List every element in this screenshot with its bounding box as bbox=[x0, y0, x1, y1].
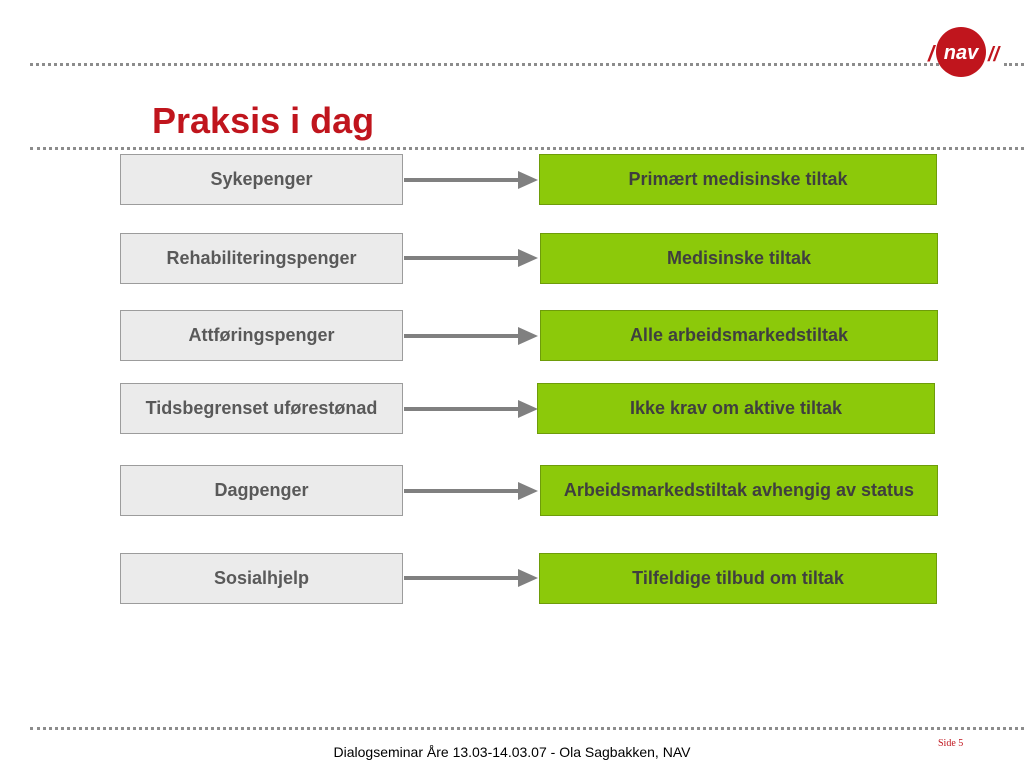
benefit-box-sykepenger: Sykepenger bbox=[120, 154, 403, 205]
arrow-right-icon bbox=[404, 249, 538, 267]
benefit-box-sosialhjelp: Sosialhjelp bbox=[120, 553, 403, 604]
measure-box-6: Tilfeldige tilbud om tiltak bbox=[539, 553, 937, 604]
measure-box-5: Arbeidsmarkedstiltak avhengig av status bbox=[540, 465, 938, 516]
arrow-right-icon bbox=[404, 482, 538, 500]
arrow-connector bbox=[404, 170, 540, 190]
measure-box-1: Primært medisinske tiltak bbox=[539, 154, 937, 205]
arrow-right-icon bbox=[404, 400, 538, 418]
measure-box-4: Ikke krav om aktive tiltak bbox=[537, 383, 935, 434]
arrow-connector bbox=[404, 399, 540, 419]
measure-box-2: Medisinske tiltak bbox=[540, 233, 938, 284]
logo-text: nav bbox=[944, 42, 980, 64]
benefit-box-dagpenger: Dagpenger bbox=[120, 465, 403, 516]
benefit-box-tidsbegrenset-uforestonad: Tidsbegrenset uførestønad bbox=[120, 383, 403, 434]
benefit-box-attforingspenger: Attføringspenger bbox=[120, 310, 403, 361]
arrow-connector bbox=[404, 326, 540, 346]
title-dotted-divider bbox=[30, 147, 1024, 150]
measure-box-3: Alle arbeidsmarkedstiltak bbox=[540, 310, 938, 361]
nav-logo: / nav // bbox=[924, 24, 1024, 80]
arrow-connector bbox=[404, 481, 540, 501]
svg-text://: // bbox=[987, 44, 1002, 66]
svg-text:/: / bbox=[927, 41, 937, 66]
top-dotted-divider bbox=[30, 63, 939, 66]
nav-logo-icon: / nav // bbox=[927, 27, 1002, 77]
arrow-right-icon bbox=[404, 171, 538, 189]
arrow-connector bbox=[404, 568, 540, 588]
page-title: Praksis i dag bbox=[152, 100, 375, 141]
footer-caption: Dialogseminar Åre 13.03-14.03.07 - Ola S… bbox=[333, 744, 691, 760]
benefit-box-rehabiliteringspenger: Rehabiliteringspenger bbox=[120, 233, 403, 284]
arrow-connector bbox=[404, 248, 540, 268]
arrow-right-icon bbox=[404, 327, 538, 345]
page-number: Side 5 bbox=[938, 738, 964, 749]
top-dotted-divider-right bbox=[1004, 63, 1024, 66]
arrow-right-icon bbox=[404, 569, 538, 587]
bottom-dotted-divider bbox=[30, 727, 1024, 730]
